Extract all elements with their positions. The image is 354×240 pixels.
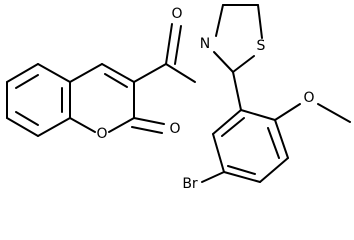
bond	[133, 117, 165, 125]
lactone-oxygen-label: O	[169, 121, 180, 137]
bond	[6, 117, 39, 137]
bond	[223, 171, 261, 183]
carbonyl-linker	[133, 23, 196, 83]
carbonyl-oxygen-label: O	[171, 6, 182, 22]
bond	[165, 23, 173, 65]
bond	[259, 157, 289, 183]
pyranone-ring	[69, 63, 165, 134]
sulfur-label: S	[257, 38, 266, 54]
bond	[37, 117, 71, 137]
bond	[37, 63, 71, 83]
bond	[232, 71, 242, 111]
bond	[232, 55, 255, 73]
bond	[212, 133, 225, 173]
bond	[257, 4, 263, 39]
bond	[133, 63, 167, 83]
bond-double-inner	[221, 117, 245, 137]
bond	[69, 117, 96, 133]
bond	[165, 63, 196, 83]
molecule-structure-diagram: O N S O O O Br	[6, 4, 351, 192]
benzo-ring	[6, 63, 71, 137]
bond-double-inner	[15, 111, 39, 126]
bond	[212, 109, 242, 135]
bond-double-inner	[267, 127, 280, 159]
bond	[69, 63, 103, 83]
bond	[201, 171, 225, 183]
bond	[108, 117, 135, 133]
bond	[6, 63, 39, 83]
bond-double	[174, 25, 182, 65]
bond-double-inner	[227, 165, 256, 175]
thiazolidine-ring	[213, 4, 263, 73]
bond-double-inner	[104, 73, 128, 88]
bromine-label: Br	[182, 176, 198, 192]
bond	[215, 4, 224, 37]
bond	[274, 103, 301, 121]
nitrogen-label: N	[200, 36, 210, 52]
bond	[240, 109, 276, 121]
bond-double	[131, 126, 163, 134]
phenyl-ring	[201, 71, 351, 183]
ring-oxygen-label: O	[96, 126, 107, 142]
methoxy-oxygen-label: O	[303, 90, 314, 106]
bond	[317, 103, 351, 123]
bond	[274, 119, 289, 159]
bond-double-inner	[15, 74, 39, 89]
bond	[213, 51, 234, 73]
bond	[101, 63, 135, 83]
